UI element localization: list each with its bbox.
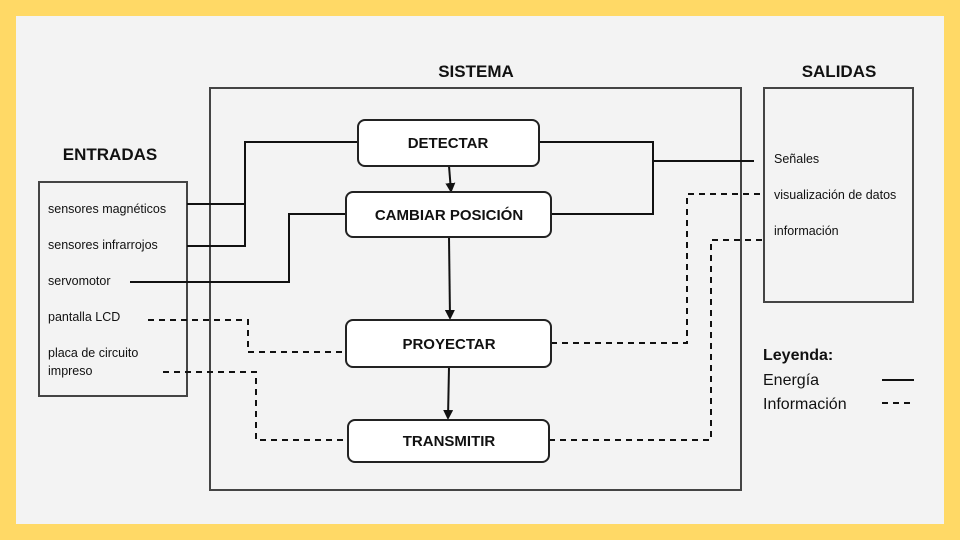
info-line-transmitir-informacion (549, 239, 762, 441)
legend-title: Leyenda: (763, 347, 833, 364)
proyectar-box (345, 319, 552, 368)
detectar-box (357, 119, 540, 167)
salidas-frame (763, 87, 914, 303)
sistema-frame (209, 87, 742, 491)
entradas-heading: ENTRADAS (63, 145, 157, 164)
cambiar-posicion-label: CAMBIAR POSICIÓN (375, 206, 523, 224)
legend-energia-label: Energía (763, 372, 819, 389)
entradas-frame (38, 181, 188, 397)
salida-senales: Señales (774, 152, 819, 166)
legend-informacion-label: Información (763, 396, 847, 413)
energy-line-servomotor-cambiar (130, 213, 346, 283)
arrow-detectar-cambiar (445, 165, 456, 193)
info-line-proyectar-visualizacion (551, 193, 762, 344)
cambiar-posicion-box (345, 191, 552, 238)
info-line-placa-transmitir (163, 371, 348, 441)
entrada-sensores-magneticos: sensores magnéticos (48, 202, 166, 216)
energy-line-cambiar-senales (551, 161, 654, 215)
entrada-pantalla-lcd: pantalla LCD (48, 310, 120, 324)
energy-line-magneticos-detectar (187, 141, 358, 205)
arrow-proyectar-transmitir (443, 366, 454, 420)
entrada-sensores-infrarrojos: sensores infrarrojos (48, 238, 158, 252)
arrow-cambiar-proyectar (444, 236, 455, 320)
salida-visualizacion: visualización de datos (774, 188, 896, 202)
entrada-servomotor: servomotor (48, 274, 111, 288)
entrada-placa-line2: impreso (48, 364, 93, 378)
transmitir-box (347, 419, 550, 463)
salidas-heading: SALIDAS (802, 62, 877, 81)
energy-line-infrarrojos (187, 204, 246, 247)
salida-informacion: información (774, 224, 839, 238)
info-line-lcd-proyectar (148, 319, 346, 353)
transmitir-label: TRANSMITIR (403, 433, 496, 450)
sistema-heading: SISTEMA (438, 62, 514, 81)
entrada-placa-line1: placa de circuito (48, 346, 138, 360)
proyectar-label: PROYECTAR (402, 336, 495, 353)
detectar-label: DETECTAR (408, 135, 489, 152)
energy-line-detectar-senales (539, 141, 754, 162)
